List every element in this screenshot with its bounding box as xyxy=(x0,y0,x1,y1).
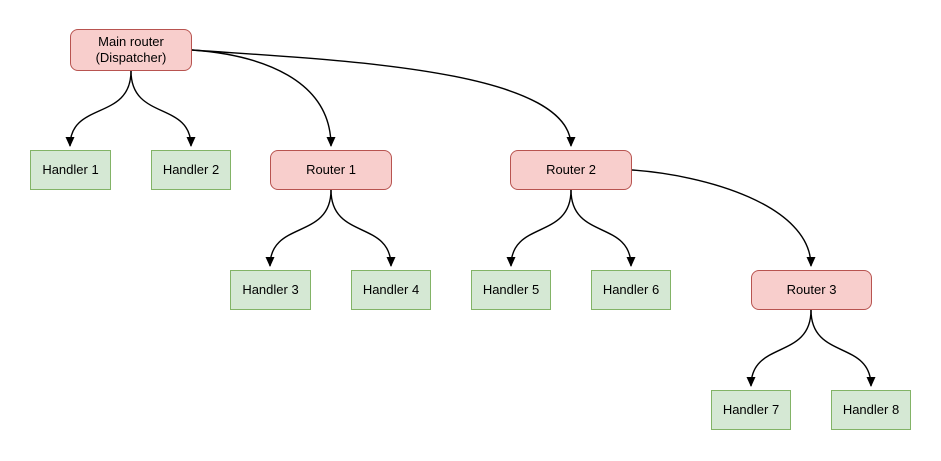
node-router-2-label: Router 2 xyxy=(546,161,596,177)
node-router-3-label: Router 3 xyxy=(786,281,837,297)
edge-router2-to-handler6 xyxy=(570,189,636,267)
node-handler-6-label: Handler 6 xyxy=(602,281,660,297)
node-handler-5-label: Handler 5 xyxy=(482,281,540,297)
node-router-3: Router 3 xyxy=(751,270,872,310)
node-router-2: Router 2 xyxy=(510,150,632,190)
edge-router1-to-handler4 xyxy=(330,189,396,267)
edge-router2-to-router3 xyxy=(631,169,816,267)
node-main-router-label: Main router (Dispatcher) xyxy=(95,33,167,65)
node-handler-7-label: Handler 7 xyxy=(722,401,780,417)
edge-main-to-router1 xyxy=(191,49,336,147)
node-router-1-label: Router 1 xyxy=(306,161,356,177)
node-handler-4: Handler 4 xyxy=(351,270,431,310)
node-router-1: Router 1 xyxy=(270,150,392,190)
edge-main-to-router2 xyxy=(191,49,576,147)
node-handler-2-label: Handler 2 xyxy=(162,161,220,177)
edge-router3-to-handler8 xyxy=(810,309,876,387)
node-main-router: Main router (Dispatcher) xyxy=(70,29,192,71)
node-handler-5: Handler 5 xyxy=(471,270,551,310)
edge-main-to-handler1 xyxy=(65,70,132,147)
node-handler-3: Handler 3 xyxy=(230,270,311,310)
edge-router3-to-handler7 xyxy=(746,309,812,387)
node-handler-3-label: Handler 3 xyxy=(242,281,299,297)
edge-router2-to-handler5 xyxy=(506,189,572,267)
node-handler-4-label: Handler 4 xyxy=(362,281,420,297)
edge-router1-to-handler3 xyxy=(265,189,332,267)
edge-main-to-handler2 xyxy=(130,70,196,147)
node-handler-8-label: Handler 8 xyxy=(842,401,900,417)
node-handler-7: Handler 7 xyxy=(711,390,791,430)
node-handler-8: Handler 8 xyxy=(831,390,911,430)
node-handler-1: Handler 1 xyxy=(30,150,111,190)
node-handler-2: Handler 2 xyxy=(151,150,231,190)
node-handler-1-label: Handler 1 xyxy=(42,161,99,177)
node-handler-6: Handler 6 xyxy=(591,270,671,310)
